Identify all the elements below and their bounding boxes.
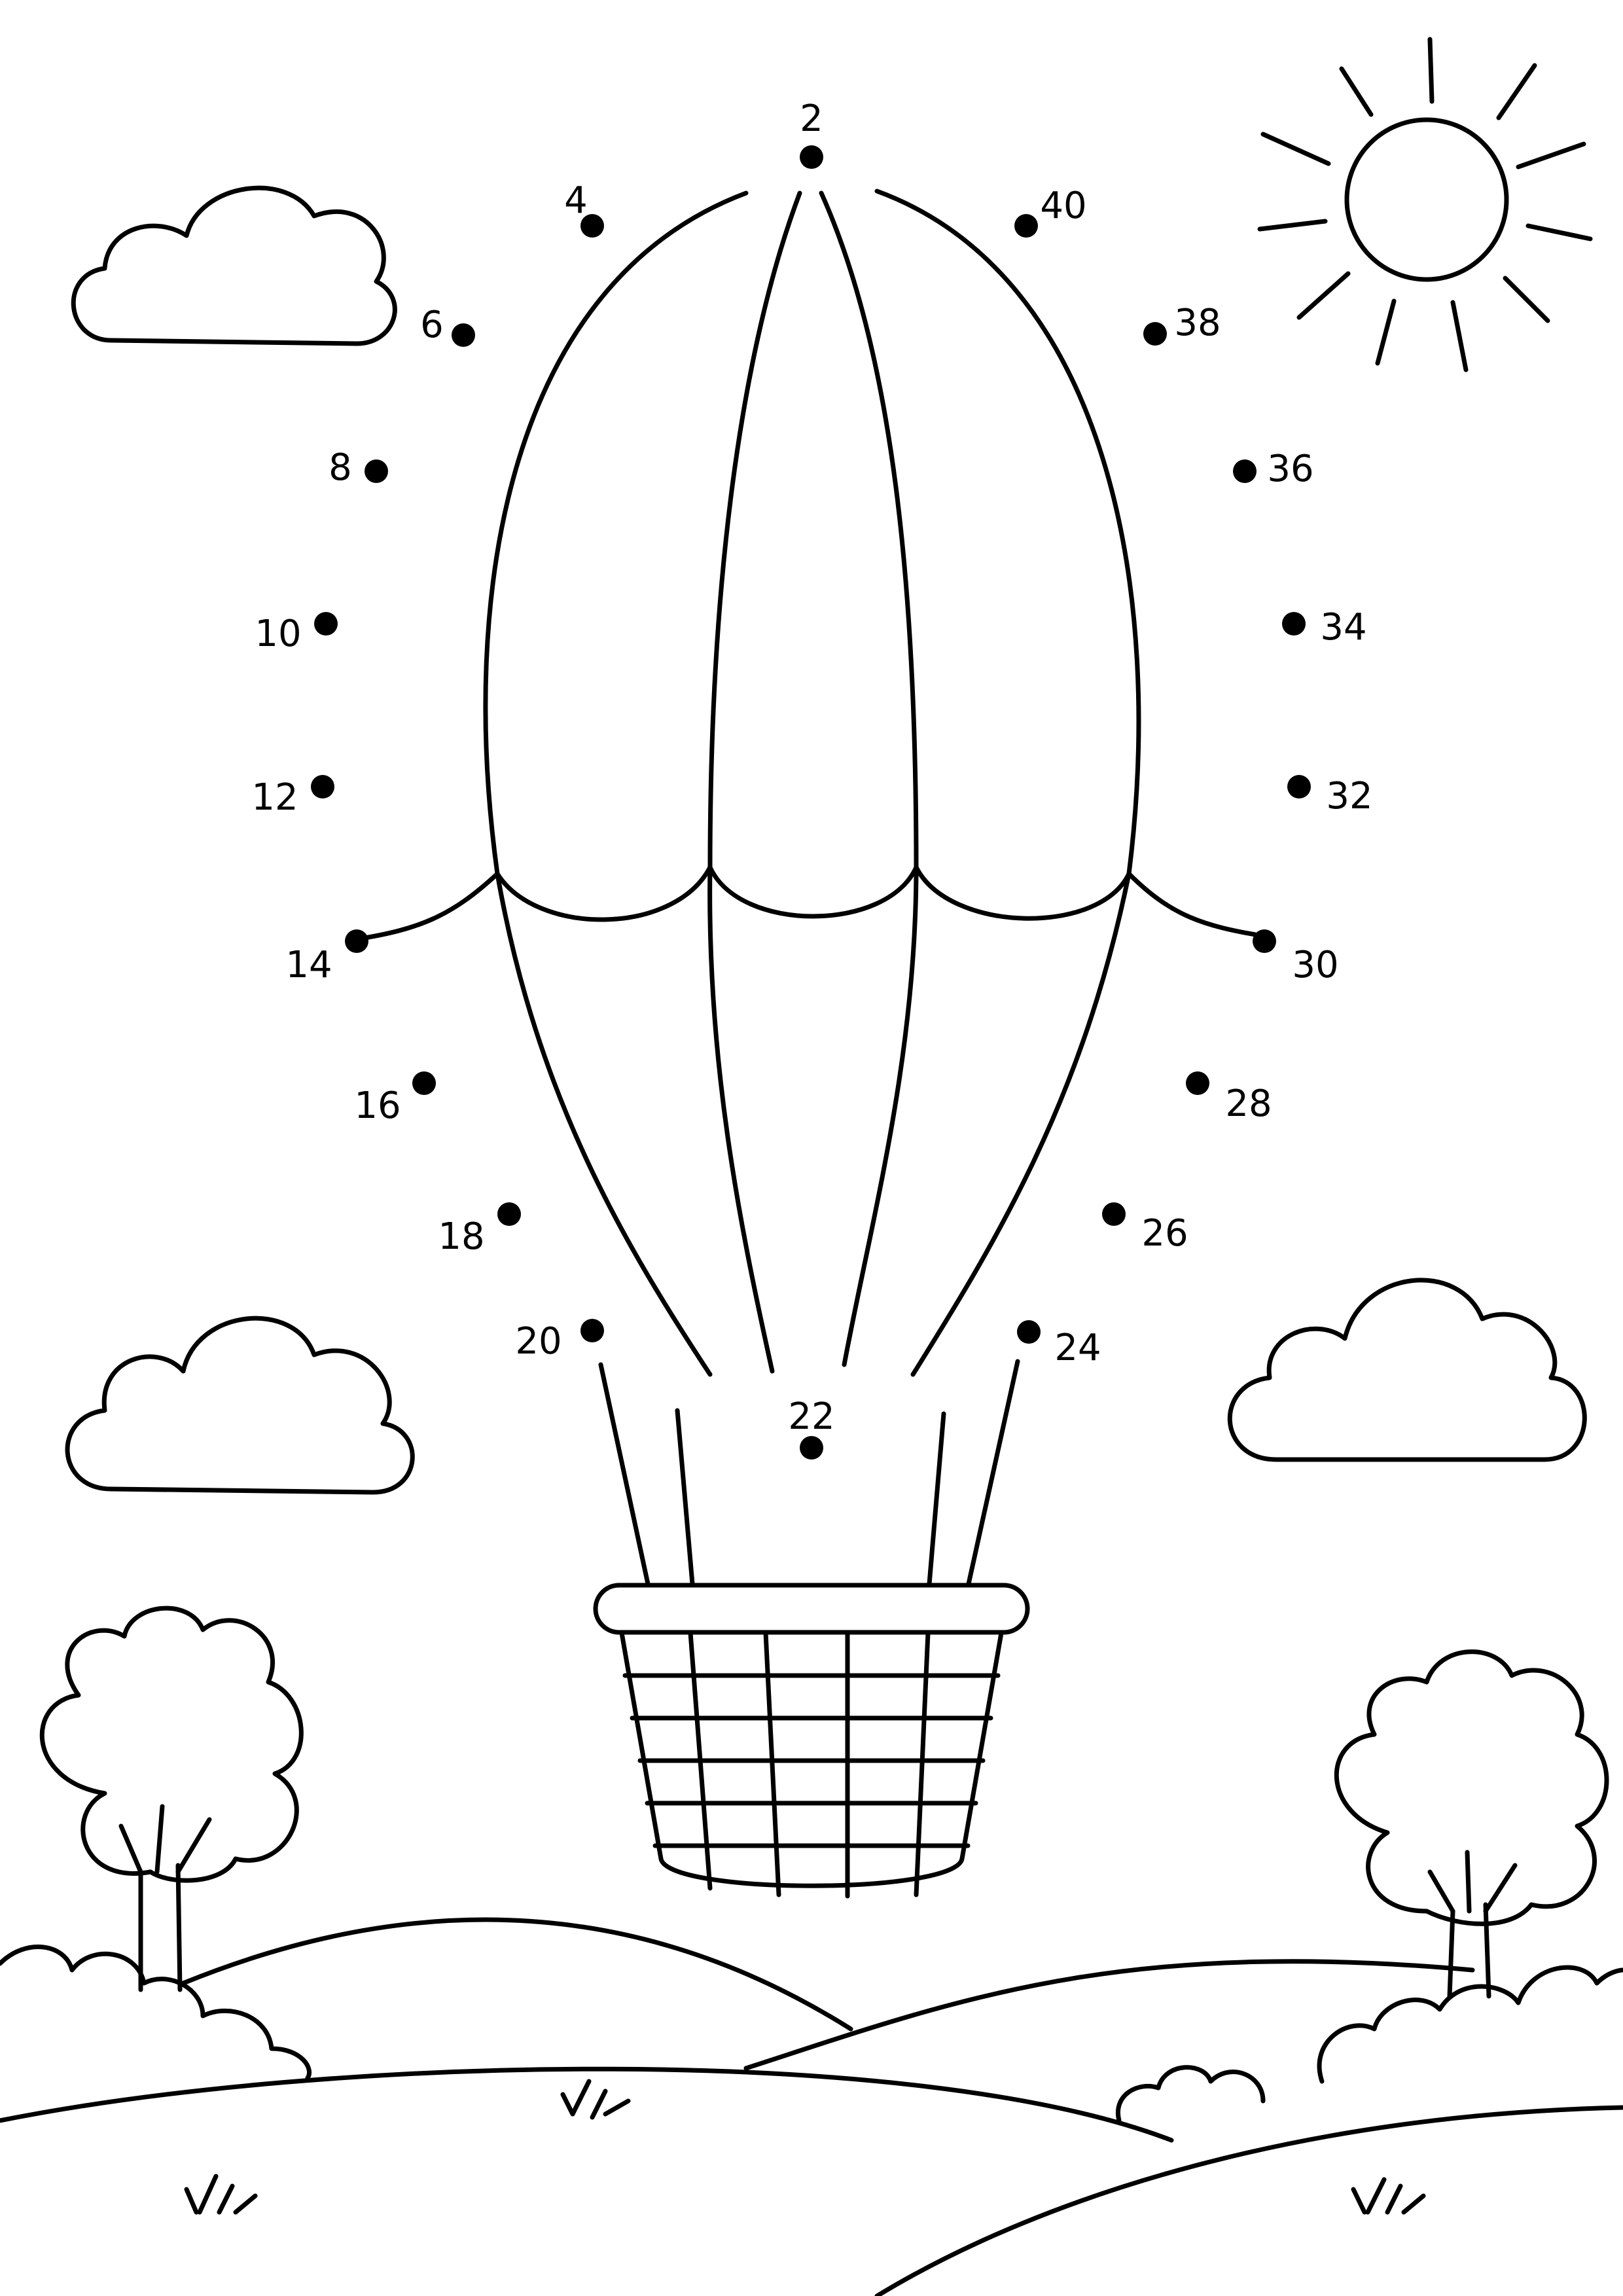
dot-32: 32 [1287, 775, 1373, 817]
dot-marker [580, 1319, 604, 1342]
dot-marker [1143, 322, 1167, 346]
dot-8: 8 [329, 446, 388, 489]
dot-20: 20 [515, 1319, 604, 1363]
dot-38: 38 [1143, 302, 1221, 346]
dot-number-label: 38 [1174, 302, 1221, 344]
dot-26: 26 [1102, 1202, 1188, 1255]
dot-marker [1233, 459, 1257, 483]
dot-18: 18 [438, 1202, 521, 1258]
dot-36: 36 [1233, 448, 1314, 490]
cloud-top-left [71, 185, 397, 346]
hot-air-balloon-illustration [354, 188, 1266, 1899]
dot-marker [497, 1202, 521, 1226]
dot-28: 28 [1186, 1071, 1272, 1125]
dot-number-label: 30 [1292, 944, 1338, 986]
dot-marker [345, 929, 368, 953]
dot-number-label: 36 [1267, 448, 1313, 490]
dot-number-label: 14 [285, 944, 332, 986]
dot-22: 22 [788, 1395, 835, 1460]
dot-number-label: 12 [251, 776, 298, 819]
dot-number-label: 2 [800, 98, 823, 140]
dot-marker [580, 214, 604, 238]
dot-number-label: 26 [1141, 1212, 1188, 1255]
dot-12: 12 [251, 775, 334, 819]
dot-number-label: 4 [564, 179, 588, 222]
dot-marker [314, 612, 338, 636]
dot-number-label: 40 [1040, 185, 1086, 227]
dot-marker [800, 1436, 823, 1460]
dot-number-label: 22 [788, 1395, 834, 1438]
dot-2: 2 [800, 98, 823, 169]
dot-16: 16 [354, 1071, 436, 1127]
dot-30: 30 [1253, 929, 1339, 986]
dot-marker [800, 145, 823, 169]
dot-34: 34 [1282, 606, 1367, 649]
dot-number-label: 20 [515, 1320, 562, 1363]
dot-number-label: 32 [1326, 775, 1372, 817]
dot-10: 10 [255, 612, 338, 655]
dot-marker [1186, 1071, 1209, 1095]
dot-40: 40 [1014, 185, 1087, 238]
dot-marker [1017, 1320, 1041, 1344]
dot-marker [1287, 775, 1311, 798]
dot-number-label: 34 [1320, 606, 1366, 649]
dot-number-label: 10 [255, 613, 301, 655]
dot-number-label: 18 [438, 1215, 484, 1258]
dot-marker [412, 1071, 436, 1095]
dot-marker [311, 775, 334, 798]
dot-4: 4 [564, 179, 604, 238]
dot-number-label: 28 [1225, 1083, 1272, 1125]
dot-marker [1014, 214, 1038, 238]
dot-number-label: 24 [1054, 1327, 1101, 1369]
dot-6: 6 [420, 304, 475, 347]
dot-marker [1102, 1202, 1126, 1226]
dot-14: 14 [285, 929, 368, 986]
dot-marker [1253, 929, 1276, 953]
dot-24: 24 [1017, 1320, 1101, 1369]
cloud-middle-right [1227, 1278, 1587, 1462]
dot-marker [1282, 612, 1306, 636]
dot-number-label: 6 [420, 304, 444, 346]
dot-marker [365, 459, 388, 483]
dot-number-label: 16 [354, 1085, 401, 1127]
cloud-middle-left [65, 1316, 415, 1495]
dot-marker [452, 323, 475, 347]
sun-illustration [1257, 37, 1593, 372]
dot-number-label: 8 [329, 446, 352, 489]
landscape-illustration [0, 1605, 1623, 2296]
